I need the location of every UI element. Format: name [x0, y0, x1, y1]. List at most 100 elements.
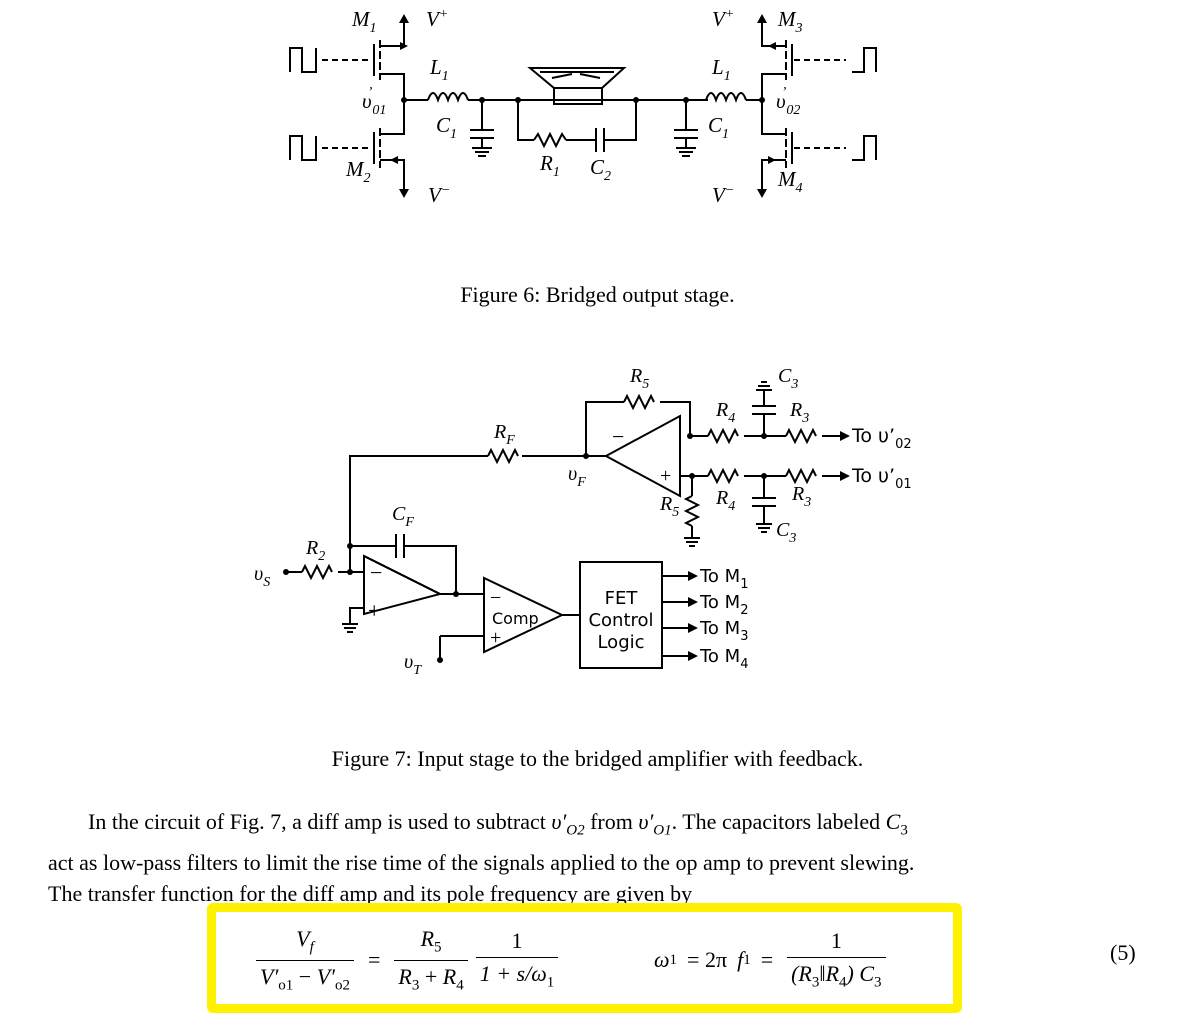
svg-text:M2: M2 [345, 157, 371, 186]
m2-label: M [345, 157, 365, 181]
svg-text:V−: V− [428, 183, 450, 207]
omega-den-b: R [825, 961, 840, 987]
r5-bot-label: R [659, 493, 672, 515]
lhs-fraction: Vf V′o1 − V′o2 [256, 926, 354, 994]
c1-left-label: C [436, 113, 451, 137]
omega-den-a: (R [791, 961, 812, 987]
svg-text:M1: M1 [351, 7, 377, 36]
svg-text:R4: R4 [715, 487, 735, 514]
vminus-right: V [712, 183, 727, 207]
svg-text:R3: R3 [789, 399, 809, 426]
m2-sub: 2 [364, 171, 371, 186]
equals-sign: = [367, 947, 381, 972]
omega-fraction: 1 (R3‖R4) C3 [787, 928, 886, 991]
svg-text:To M1: To M1 [699, 566, 748, 592]
equals-two-pi: = 2π [687, 947, 728, 972]
line1-c3-sub: 3 [900, 822, 908, 839]
v01-prime: ’ [368, 85, 373, 100]
f1-symbol: f [737, 947, 744, 972]
line1-text-a: In the circuit of Fig. 7, a diff amp is … [88, 809, 552, 834]
vminus-left: V [428, 183, 443, 207]
svg-text:C1: C1 [436, 113, 457, 142]
svg-text:To M2: To M2 [699, 592, 748, 618]
vminus-left-sup: − [441, 183, 450, 198]
svg-text:To υ’01: To υ’01 [851, 465, 912, 492]
vplus-right: V [712, 7, 727, 31]
lhs-den-b: V′ [316, 963, 335, 989]
m4-sub: 4 [796, 181, 803, 196]
m1-sub: 1 [370, 21, 377, 36]
v02-sub: 02 [786, 103, 800, 118]
svg-text:R4: R4 [715, 399, 735, 426]
l1-left-sub: 1 [442, 69, 449, 84]
r4-bot-sub: 4 [728, 499, 735, 514]
svg-text:C1: C1 [708, 113, 729, 142]
l1-left-label: L [429, 55, 442, 79]
svg-text:V−: V− [712, 183, 734, 207]
equals-sign-3: = [760, 947, 774, 972]
omega-den-sub2: 4 [839, 974, 847, 991]
to-m1-sub: 1 [740, 577, 748, 592]
c1-right-label: C [708, 113, 723, 137]
c3-bot-sub: 3 [788, 531, 796, 546]
svg-text:υ’01: υ’01 [362, 85, 386, 118]
vplus-right-sup: + [725, 7, 734, 22]
r5-top-sub: 5 [642, 377, 649, 392]
lhs-den-sub1: o1 [278, 976, 294, 993]
to-v02-sub: 02 [895, 437, 912, 452]
v01-sub: 01 [372, 103, 386, 118]
figure-6-schematic: M1 V+ V+ M3 L1 L1 υ’01 υ’02 C1 C1 R1 C2 … [289, 7, 877, 207]
line1-c3: C [885, 809, 901, 834]
line1-v-o1-sub: O1 [653, 822, 672, 839]
r3-top-sub: 3 [801, 411, 809, 426]
l1-right-sub: 1 [724, 69, 731, 84]
parallel-symbol: ‖ [819, 961, 826, 987]
r1-label: R [539, 151, 553, 175]
vf-sub: F [576, 475, 586, 490]
comp-label: Comp [492, 609, 539, 628]
figure-7-schematic: R5 C3 R4 R3 To υ’02 To υ’01 RF υF R5 R4 … [254, 365, 912, 678]
svg-text:V+: V+ [712, 7, 734, 31]
gain-fraction: R5 R3 + R4 [394, 926, 468, 994]
line1-text-c: . The capacitors labeled [671, 809, 886, 834]
svg-text:C3: C3 [778, 365, 798, 392]
to-m4-sub: 4 [740, 657, 748, 672]
opamp-minus: − [370, 560, 382, 585]
fet-line3: Logic [597, 632, 644, 653]
rhs-den-sub2: 4 [456, 976, 464, 993]
r5-top-label: R [629, 365, 642, 387]
c2-sub: 2 [604, 169, 611, 184]
svg-text:υF: υF [568, 463, 586, 490]
c3-bot-label: C [776, 519, 790, 541]
to-m1-label: To M [699, 566, 740, 587]
c2-label: C [590, 155, 605, 179]
svg-text:RF: RF [493, 421, 515, 448]
f1-sub: 1 [743, 951, 751, 968]
r3-top-label: R [789, 399, 802, 421]
rf-sub: F [505, 433, 515, 448]
omega-den-c: ) C [846, 961, 875, 987]
r2-sub: 2 [318, 549, 325, 564]
r3-bot-label: R [791, 483, 804, 505]
rhs-den-a: R [398, 963, 412, 989]
r4-bot-label: R [715, 487, 728, 509]
to-v02-label: To υ’ [851, 425, 895, 447]
to-m3-label: To M [699, 618, 740, 639]
vs-sub: S [263, 575, 270, 590]
paragraph-line-3: The transfer function for the diff amp a… [48, 881, 693, 907]
svg-text:υ’02: υ’02 [776, 85, 800, 118]
m3-label: M [777, 7, 797, 31]
r5-bot-sub: 5 [672, 505, 679, 520]
c3-top-sub: 3 [790, 377, 798, 392]
rhs-num-sub: 5 [434, 939, 442, 956]
vplus-left-sup: + [439, 7, 448, 22]
to-m2-sub: 2 [740, 603, 748, 618]
paragraph-line-1: In the circuit of Fig. 7, a diff amp is … [48, 806, 1148, 847]
lhs-den-sub2: o2 [334, 976, 350, 993]
c1-left-sub: 1 [450, 127, 457, 142]
svg-text:C3: C3 [776, 519, 796, 546]
diffamp-plus: + [660, 465, 671, 487]
svg-text:R5: R5 [659, 493, 679, 520]
equation-number: (5) [1110, 940, 1136, 965]
